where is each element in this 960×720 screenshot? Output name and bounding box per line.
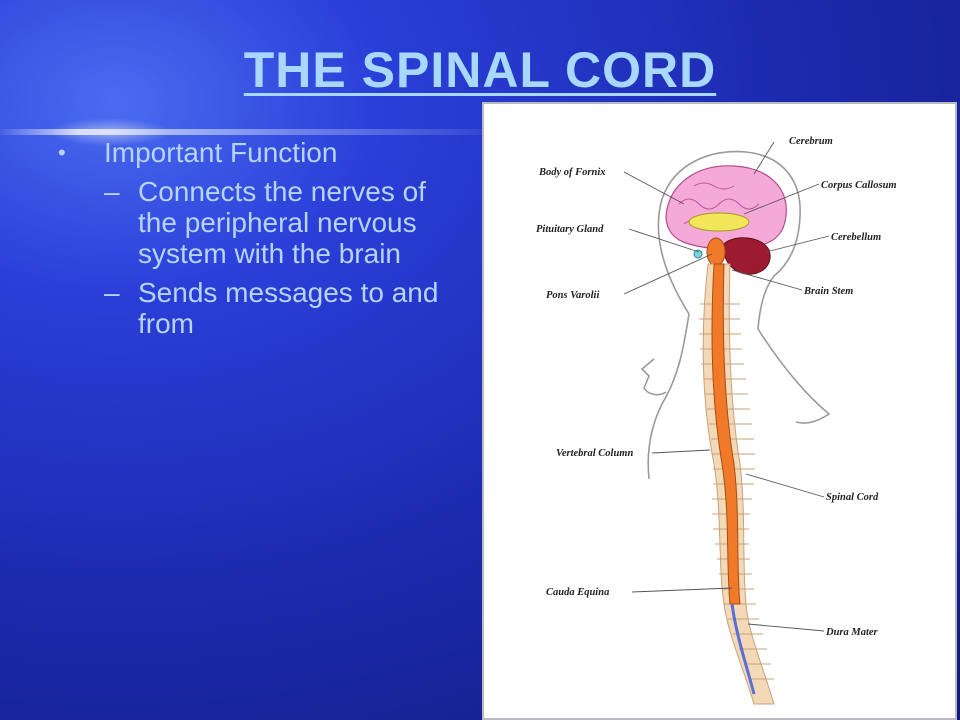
- cauda-equina-shape: [730, 603, 756, 695]
- subbullet-marker: –: [104, 277, 120, 308]
- bullet-item: • Important Function: [58, 136, 468, 170]
- spinal-cord-shape: [711, 263, 741, 605]
- corpus-callosum-shape: [688, 212, 750, 232]
- bullet-marker: •: [58, 140, 66, 165]
- label-cerebrum: Cerebrum: [789, 136, 833, 147]
- label-spinal-cord: Spinal Cord: [826, 492, 879, 503]
- bullet-text: Important Function: [104, 137, 338, 168]
- body-outline: [640, 150, 831, 480]
- pituitary-gland-shape: [693, 249, 703, 259]
- subbullet-item: – Connects the nerves of the peripheral …: [104, 176, 468, 269]
- label-cauda-equina: Cauda Equina: [546, 587, 609, 598]
- slide-title: THE SPINAL CORD: [243, 42, 717, 98]
- cerebrum-shape: [665, 165, 787, 250]
- brain-stem-shape: [706, 237, 726, 267]
- cerebellum-shape: [723, 237, 771, 275]
- leader-lines: [623, 141, 830, 632]
- label-corpus-callosum: Corpus Callosum: [821, 180, 897, 191]
- spinal-cord-diagram: Cerebrum Body of Fornix Corpus Callosum …: [482, 102, 957, 720]
- subbullet-item: – Sends messages to and from: [104, 277, 468, 339]
- label-vertebral-column: Vertebral Column: [556, 448, 633, 459]
- subbullet-text: Sends messages to and from: [138, 277, 439, 339]
- label-brain-stem: Brain Stem: [803, 286, 853, 297]
- subbullet-text: Connects the nerves of the peripheral ne…: [138, 176, 426, 269]
- label-cerebellum: Cerebellum: [831, 232, 881, 243]
- label-pons-varolii: Pons Varolii: [546, 290, 599, 301]
- bullet-list: • Important Function – Connects the nerv…: [58, 136, 468, 347]
- label-dura-mater: Dura Mater: [825, 627, 879, 638]
- subbullet-marker: –: [104, 176, 120, 207]
- label-pituitary-gland: Pituitary Gland: [536, 224, 604, 235]
- label-body-of-fornix: Body of Fornix: [538, 167, 606, 178]
